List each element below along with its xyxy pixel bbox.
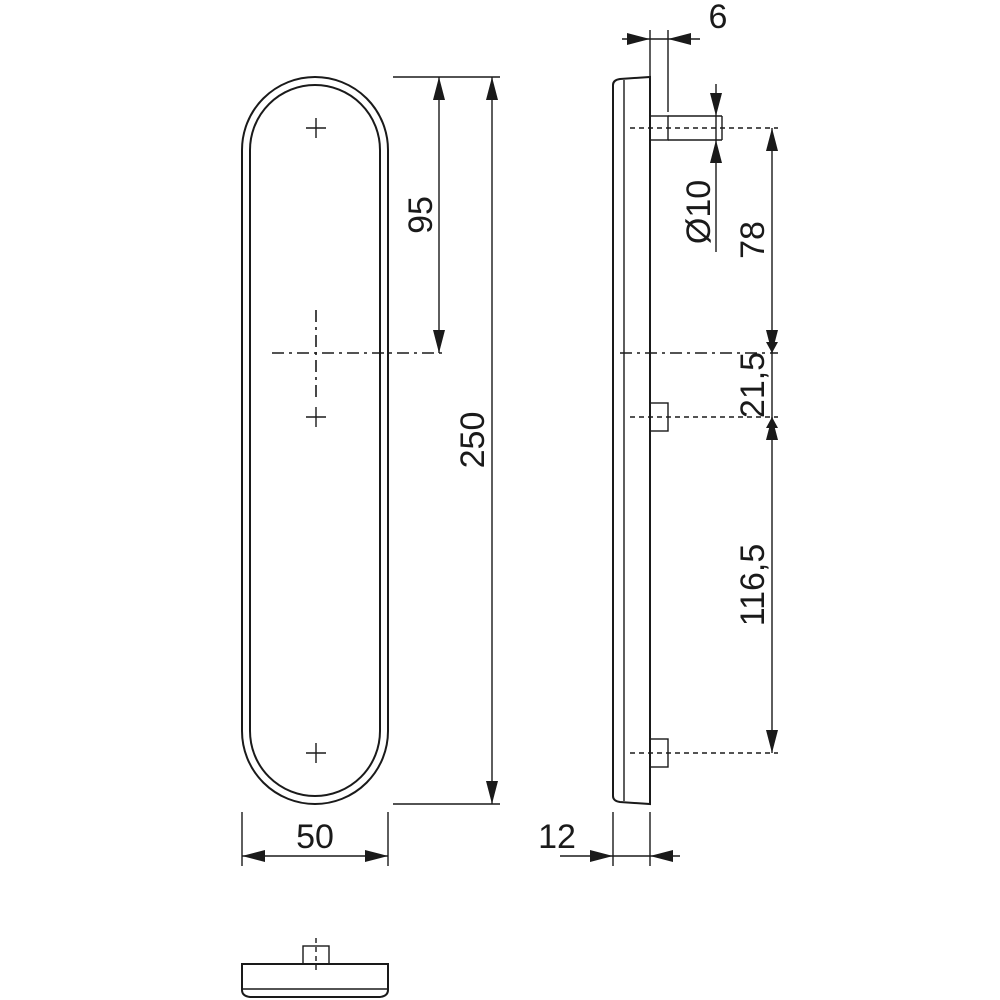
bottom-pin — [630, 738, 778, 768]
screw-mark-middle — [306, 407, 326, 427]
dim-21-5-label: 21,5 — [734, 352, 772, 418]
dim-95: 95 — [402, 77, 445, 353]
bottom-spindle-stub — [302, 938, 330, 972]
dim-78-label: 78 — [734, 221, 772, 259]
dim-12: 12 — [538, 812, 680, 866]
dim-95-label: 95 — [402, 196, 440, 234]
bottom-view — [241, 938, 389, 998]
dim-6-label: 6 — [709, 0, 728, 36]
front-view — [241, 76, 444, 805]
dim-250-label: 250 — [454, 412, 492, 469]
plate-inner-outline — [249, 84, 381, 797]
dim-50: 50 — [241, 812, 389, 866]
side-dimensions: 6 Ø10 78 21,5 116,5 — [538, 0, 778, 866]
dim-116-5: 116,5 — [734, 417, 778, 753]
dim-diameter-10: Ø10 — [680, 84, 722, 252]
dim-21-5: 21,5 — [734, 340, 778, 430]
front-dimensions: 95 250 50 — [241, 76, 500, 866]
side-view — [612, 75, 778, 806]
dim-50-label: 50 — [296, 818, 334, 856]
dim-12-label: 12 — [538, 818, 576, 856]
dim-78: 78 — [734, 128, 778, 353]
dim-diameter-10-label: Ø10 — [680, 180, 718, 244]
side-plate-outline — [612, 75, 651, 806]
bottom-plate-outline — [241, 963, 389, 998]
dim-250: 250 — [454, 77, 498, 804]
plate-outer-outline — [241, 76, 389, 805]
screw-mark-top — [306, 118, 326, 138]
dim-6: 6 — [622, 0, 727, 112]
spindle-stub — [630, 115, 778, 141]
middle-pin — [630, 402, 778, 432]
dim-116-5-label: 116,5 — [734, 544, 772, 627]
screw-mark-bottom — [306, 743, 326, 763]
